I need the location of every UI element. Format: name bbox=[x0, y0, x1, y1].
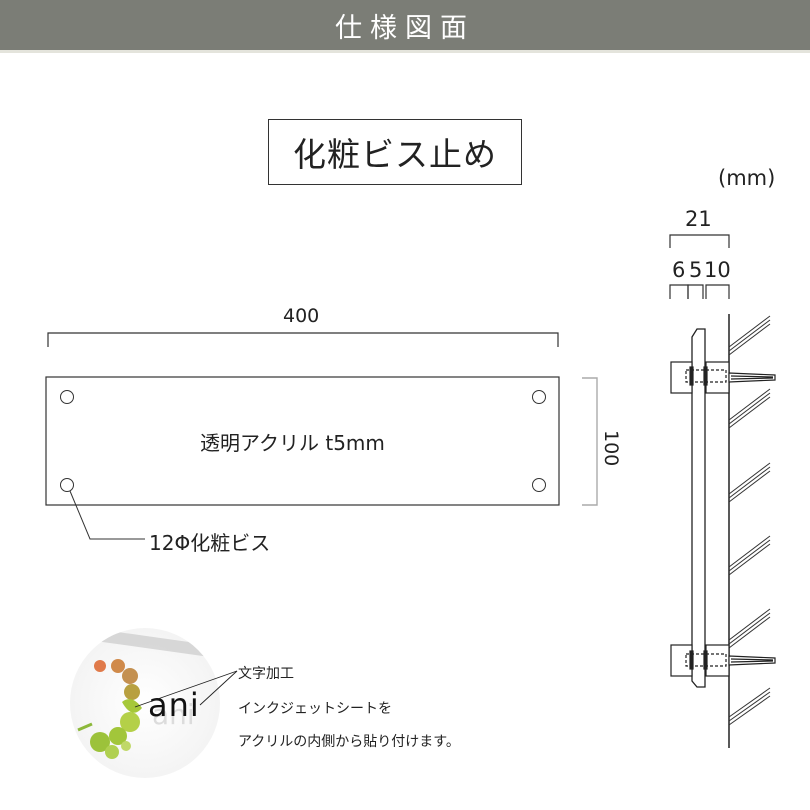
mounting-method-box: 化粧ビス止め bbox=[268, 119, 522, 185]
reflection-text: ani bbox=[152, 698, 195, 731]
top-screw-assembly bbox=[670, 361, 776, 394]
header-bar: 仕様図面 bbox=[0, 0, 810, 50]
callout-line-1: インクジェットシートを bbox=[238, 701, 392, 717]
width-label: 400 bbox=[283, 305, 320, 327]
acrylic-side-section bbox=[691, 328, 706, 688]
segment-label-5: 5 bbox=[689, 258, 703, 282]
screw-label: 12Φ化粧ビス bbox=[149, 531, 271, 555]
mounting-method-label: 化粧ビス止め bbox=[293, 135, 497, 174]
acrylic-plate bbox=[45, 376, 560, 506]
screw-holes bbox=[60, 390, 546, 492]
material-label: 透明アクリル t5mm bbox=[200, 431, 385, 455]
callout-title: 文字加工 bbox=[238, 666, 294, 682]
bottom-screw-assembly bbox=[670, 644, 776, 677]
height-dimension-line bbox=[582, 377, 598, 506]
detail-magnifier: ani ani bbox=[70, 628, 220, 778]
callout-line-2: アクリルの内側から貼り付けます。 bbox=[238, 734, 460, 750]
segment-label-6: 6 bbox=[672, 258, 686, 282]
header-divider bbox=[0, 50, 810, 53]
page-title: 仕様図面 bbox=[335, 12, 475, 44]
sample-text: ani bbox=[148, 686, 200, 724]
depth-label: 21 bbox=[685, 207, 712, 231]
screw-leader-line bbox=[69, 490, 145, 540]
segment-label-10: 10 bbox=[704, 258, 731, 282]
depth-dimension-line bbox=[669, 234, 730, 248]
width-dimension-line bbox=[47, 332, 559, 347]
wall-hatch bbox=[728, 315, 771, 726]
animal-pattern-icon bbox=[77, 659, 142, 759]
segment-dimension-lines bbox=[669, 284, 730, 299]
units-label: (mm) bbox=[718, 166, 776, 190]
